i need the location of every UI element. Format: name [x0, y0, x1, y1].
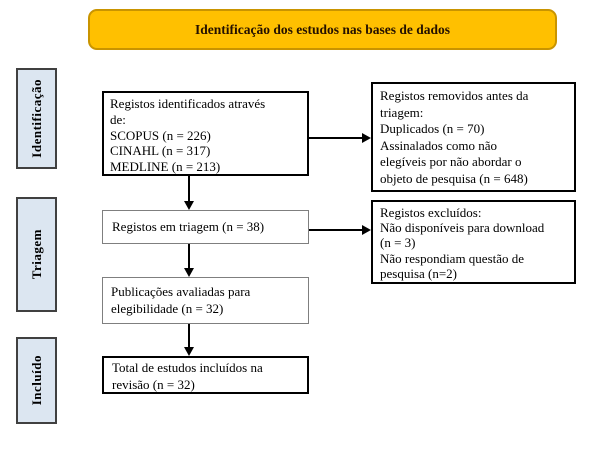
box-records-removed-text: Registos removidos antes da triagem: Dup… — [380, 88, 529, 186]
box-records-removed: Registos removidos antes da triagem: Dup… — [371, 82, 576, 192]
box-records-identified-text: Registos identificados através de: SCOPU… — [110, 96, 266, 175]
box-studies-included: Total de estudos incluídos na revisão (n… — [102, 356, 309, 394]
diagram-title: Identificação dos estudos nas bases de d… — [194, 21, 451, 37]
arrow-line — [309, 137, 363, 139]
arrow-line — [309, 229, 363, 231]
stage-label-included-text: Incluído — [28, 355, 44, 406]
box-records-excluded-text: Registos excluídos: Não disponíveis para… — [380, 205, 545, 281]
box-publications-eligibility: Publicações avaliadas para elegibilidade… — [102, 277, 309, 324]
stage-label-included: Incluído — [16, 337, 57, 424]
arrow-head-down-icon — [184, 201, 194, 210]
stage-label-identification: Identificação — [16, 68, 57, 169]
arrow-head-down-icon — [184, 268, 194, 277]
arrow-head-down-icon — [184, 347, 194, 356]
arrow-line — [188, 244, 190, 269]
box-records-excluded: Registos excluídos: Não disponíveis para… — [371, 200, 576, 284]
arrow-line — [188, 324, 190, 348]
arrow-head-right-icon — [362, 225, 371, 235]
arrow-line — [188, 176, 190, 202]
arrow-head-right-icon — [362, 133, 371, 143]
stage-label-screening: Triagem — [16, 197, 57, 312]
box-records-screened-text: Registos em triagem (n = 38) — [112, 219, 265, 234]
diagram-title-banner: Identificação dos estudos nas bases de d… — [88, 9, 557, 50]
box-records-screened: Registos em triagem (n = 38) — [102, 210, 309, 244]
box-publications-eligibility-text: Publicações avaliadas para elegibilidade… — [111, 284, 251, 316]
stage-label-identification-text: Identificação — [28, 79, 44, 158]
box-studies-included-text: Total de estudos incluídos na revisão (n… — [112, 360, 263, 392]
box-records-identified: Registos identificados através de: SCOPU… — [102, 91, 309, 176]
stage-label-screening-text: Triagem — [28, 229, 44, 280]
